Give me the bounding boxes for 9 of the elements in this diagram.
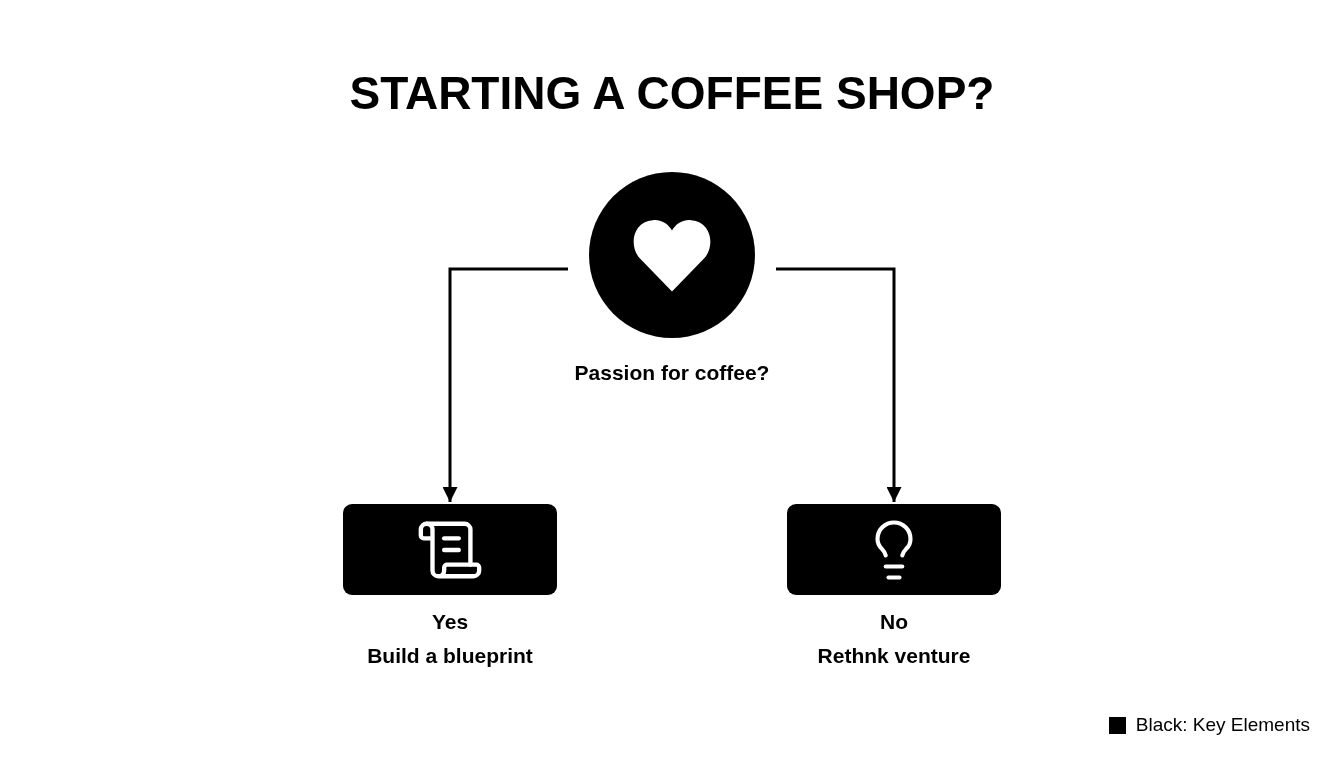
connector-arrow [776,267,902,502]
outcome-label: Rethnk venture [817,643,971,669]
question-label: Passion for coffee? [574,360,770,386]
legend-label: Black: Key Elements [1135,713,1310,737]
connector-arrow [442,267,568,502]
answer-label: No [880,609,908,635]
outcome-label: Build a blueprint [367,643,533,669]
diagram-title: STARTING A COFFEE SHOP? [349,66,995,121]
answer-label: Yes [431,609,469,635]
